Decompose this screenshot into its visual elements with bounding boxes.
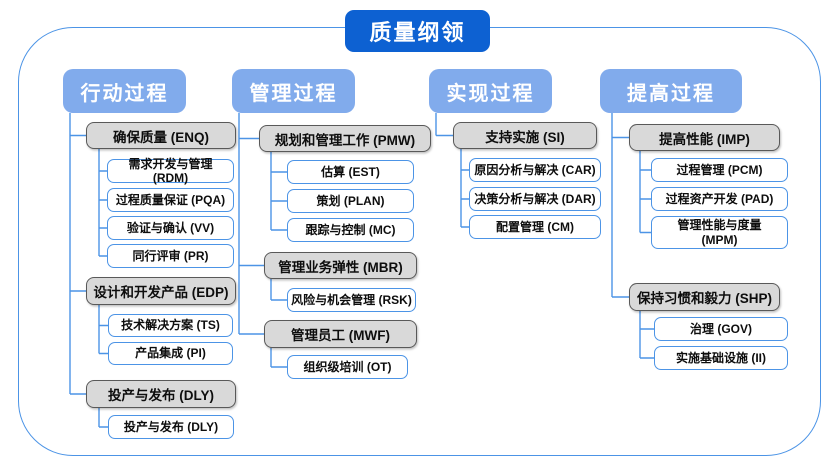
node-ii: 实施基础设施 (II) bbox=[654, 346, 788, 370]
node-ot: 组织级培训 (OT) bbox=[287, 355, 408, 379]
connector-imp-children bbox=[639, 151, 651, 234]
node-car: 原因分析与解决 (CAR) bbox=[469, 158, 601, 182]
node-plan: 策划 (PLAN) bbox=[287, 189, 414, 213]
node-gov: 治理 (GOV) bbox=[654, 317, 788, 341]
node-si: 支持实施 (SI) bbox=[453, 122, 597, 149]
connector-col4-groups bbox=[611, 113, 629, 298]
diagram-title: 质量纲领 bbox=[345, 10, 490, 52]
connector-col2-groups bbox=[238, 113, 264, 335]
connector-dly-children bbox=[98, 408, 108, 428]
connector-mbr-children bbox=[270, 279, 287, 301]
connector-col1-groups bbox=[69, 113, 86, 395]
header-improvement-process: 提高过程 bbox=[600, 69, 742, 113]
node-shp: 保持习惯和毅力 (SHP) bbox=[629, 283, 780, 311]
node-pmw: 规划和管理工作 (PMW) bbox=[259, 125, 431, 152]
connector-mwf-children bbox=[270, 348, 287, 368]
connector-enq-children bbox=[98, 149, 107, 257]
node-est: 估算 (EST) bbox=[287, 160, 414, 184]
header-management-process: 管理过程 bbox=[232, 69, 355, 113]
node-rsk: 风险与机会管理 (RSK) bbox=[287, 288, 416, 312]
connector-shp-children bbox=[639, 311, 654, 359]
connector-pmw-children bbox=[270, 152, 287, 231]
node-mpm: 管理性能与度量 (MPM) bbox=[651, 216, 788, 249]
node-dar: 决策分析与解决 (DAR) bbox=[469, 187, 601, 211]
connector-col3-groups bbox=[435, 113, 453, 137]
node-dly-group: 投产与发布 (DLY) bbox=[86, 380, 236, 408]
node-mc: 跟踪与控制 (MC) bbox=[287, 218, 414, 242]
node-pad: 过程资产开发 (PAD) bbox=[651, 187, 788, 211]
node-ts: 技术解决方案 (TS) bbox=[108, 314, 233, 337]
header-realization-process: 实现过程 bbox=[429, 69, 552, 113]
node-mbr: 管理业务弹性 (MBR) bbox=[264, 252, 417, 279]
node-cm: 配置管理 (CM) bbox=[469, 215, 601, 239]
connector-si-children bbox=[460, 149, 469, 228]
node-pi: 产品集成 (PI) bbox=[108, 342, 233, 365]
header-action-process: 行动过程 bbox=[63, 69, 186, 113]
connector-edp-children bbox=[98, 305, 108, 355]
node-pcm: 过程管理 (PCM) bbox=[651, 158, 788, 182]
node-edp: 设计和开发产品 (EDP) bbox=[86, 277, 236, 305]
node-pr: 同行评审 (PR) bbox=[107, 244, 234, 268]
node-imp: 提高性能 (IMP) bbox=[629, 124, 780, 151]
node-mwf: 管理员工 (MWF) bbox=[264, 320, 417, 348]
node-rdm: 需求开发与管理 (RDM) bbox=[107, 157, 234, 185]
node-vv: 验证与确认 (VV) bbox=[107, 216, 234, 240]
node-enq: 确保质量 (ENQ) bbox=[86, 122, 236, 149]
node-pqa: 过程质量保证 (PQA) bbox=[107, 188, 234, 212]
node-dly-leaf: 投产与发布 (DLY) bbox=[108, 415, 234, 439]
